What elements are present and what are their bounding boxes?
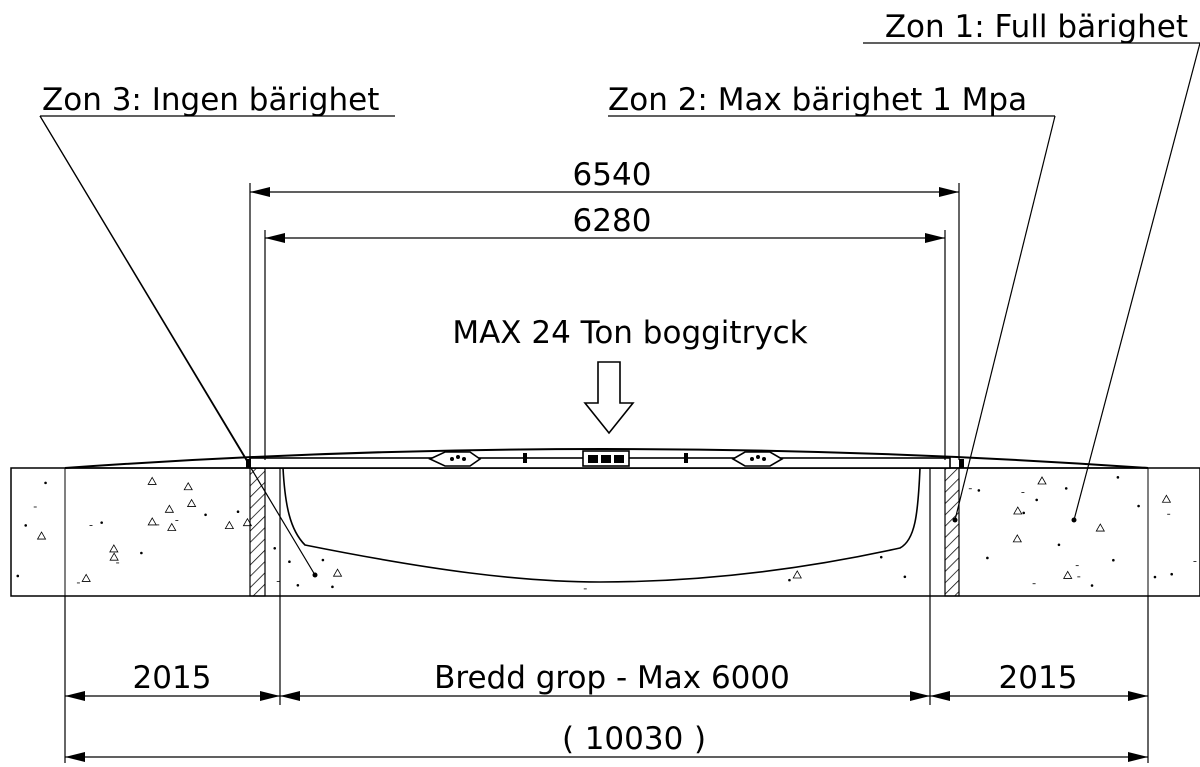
concrete-speckle	[1037, 476, 1047, 485]
concrete-speckle	[109, 544, 119, 553]
dim-total-10030: 10030	[585, 721, 684, 757]
concrete-speckle	[16, 574, 20, 578]
dim-left-2015: 2015	[133, 660, 212, 696]
concrete-speckle	[81, 573, 91, 582]
concrete-speckle	[977, 489, 981, 492]
concrete-speckle	[1035, 498, 1038, 502]
concrete-speckle	[792, 570, 802, 579]
zone1-label: Zon 1: Full bärighet	[885, 9, 1188, 45]
zone-leaders	[39, 42, 1200, 578]
concrete-speckle	[204, 513, 207, 517]
concrete-speckle	[1116, 476, 1120, 479]
zone2-hatch-right	[944, 467, 960, 597]
concrete-speckle	[186, 498, 197, 507]
dim-right-2015: 2015	[999, 660, 1078, 696]
concrete-speckle	[903, 575, 907, 579]
concrete-speckle	[273, 546, 277, 550]
dim-6280: 6280	[573, 203, 652, 239]
zone2-label: Zon 2: Max bärighet 1 Mpa	[608, 82, 1027, 118]
concrete-speckle	[164, 504, 175, 513]
top-dimensions	[249, 183, 960, 460]
concrete-speckle	[140, 551, 143, 555]
dim-pit-width: Bredd grop - Max 6000	[434, 660, 790, 696]
zone3-label: Zon 3: Ingen bärighet	[42, 82, 379, 118]
concrete-speckle	[1137, 504, 1140, 508]
concrete-speckle	[1095, 523, 1105, 532]
bottom-dimensions	[64, 596, 1149, 763]
pit-excavation	[249, 460, 960, 597]
concrete-speckle	[288, 560, 291, 564]
concrete-speckle	[1090, 584, 1094, 587]
concrete-speckle	[331, 585, 334, 589]
concrete-speckle	[1153, 575, 1157, 579]
concrete-speckle	[788, 578, 791, 582]
concrete-speckle	[1063, 570, 1073, 579]
concrete-speckle	[224, 520, 235, 530]
bolt-left	[523, 453, 527, 463]
concrete-speckle	[24, 524, 28, 527]
concrete-speckle	[183, 481, 193, 491]
concrete-texture	[16, 476, 1197, 590]
bolt-right	[684, 453, 688, 463]
concrete-speckle	[1170, 572, 1173, 576]
concrete-speckle	[1012, 534, 1022, 543]
concrete-speckle	[296, 584, 300, 587]
lifting-eye-right	[731, 451, 784, 467]
dim-total-close-paren: )	[694, 721, 706, 757]
load-label: MAX 24 Ton boggitryck	[452, 315, 807, 351]
concrete-speckle	[236, 510, 240, 513]
concrete-speckle	[879, 555, 883, 559]
concrete-speckle	[986, 556, 989, 560]
concrete-speckle	[147, 476, 157, 485]
ground-slab	[10, 467, 1200, 597]
concrete-speckle	[1161, 494, 1172, 503]
concrete-speckle	[1112, 558, 1115, 562]
concrete-speckle	[44, 481, 47, 485]
concrete-speckle	[1057, 543, 1061, 547]
concrete-speckle	[1013, 506, 1023, 515]
concrete-speckle	[109, 552, 119, 561]
concrete-speckle	[1064, 487, 1068, 490]
concrete-speckle	[167, 522, 177, 531]
concrete-speckle	[332, 568, 343, 577]
pit-outline	[282, 467, 921, 583]
concrete-speckle	[100, 521, 103, 524]
concrete-speckle	[1022, 511, 1026, 515]
dim-total-open-paren: (	[562, 721, 574, 757]
concrete-speckle	[321, 558, 325, 562]
load-arrow-icon	[583, 361, 635, 435]
concrete-speckle	[36, 531, 47, 540]
lifting-eye-left	[428, 451, 482, 467]
concrete-speckle	[147, 517, 157, 526]
road-plate	[64, 448, 1149, 469]
dim-6540: 6540	[573, 157, 652, 193]
